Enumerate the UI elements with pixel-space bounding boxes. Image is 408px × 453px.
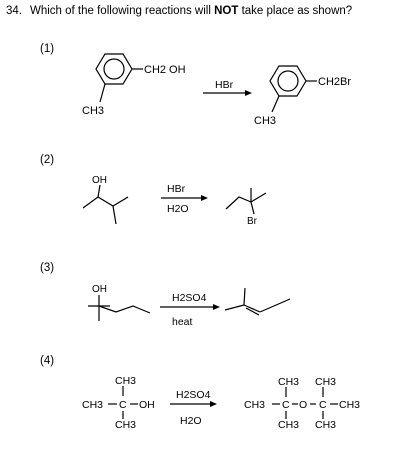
bond-methyl-down-2 xyxy=(112,205,117,225)
arrow-head-3 xyxy=(213,304,220,310)
r3-reagent-top: H2SO4 xyxy=(172,292,207,304)
option-2-label: (2) xyxy=(40,154,55,166)
skeleton-chain-3 xyxy=(98,305,151,314)
r4-product-top-right: CH3 xyxy=(315,376,336,388)
r1-reagent: HBr xyxy=(215,79,234,91)
question-stem: 34. Which of the following reactions will… xyxy=(6,5,352,17)
bond-product-ethyl-3 xyxy=(259,298,291,313)
bond-ring-ch3 xyxy=(99,83,106,103)
bond-c-br-2 xyxy=(250,201,255,215)
r4-product-bottom-right: CH3 xyxy=(315,419,336,431)
r1-product-substituent: CH2Br xyxy=(318,76,351,88)
aromatic-circle-reactant xyxy=(103,58,125,80)
reaction-1 xyxy=(95,53,317,113)
r4-product-top-left: CH3 xyxy=(278,376,299,388)
bond-ring-ch3-product xyxy=(271,95,280,113)
benzene-ring-product xyxy=(269,65,307,97)
r4-reactant-left: CH3 xyxy=(82,399,103,411)
r3-reactant-group: OH xyxy=(92,284,107,295)
option-3-label: (3) xyxy=(40,262,55,274)
r4-reactant-bottom: CH3 xyxy=(115,419,136,431)
r1-reactant-ring-group: CH3 xyxy=(82,105,104,117)
r3-reagent-bottom: heat xyxy=(172,316,193,328)
r1-reactant-substituent: CH2 OH xyxy=(144,64,186,76)
double-bond-main-3 xyxy=(243,304,261,313)
r4-reagent-top: H2SO4 xyxy=(176,389,211,401)
skeleton-reactant-2 xyxy=(82,196,129,209)
r4-reagent-bottom: H2O xyxy=(180,415,202,427)
arrow-head-2 xyxy=(201,195,208,201)
r4-product-c1: C xyxy=(282,399,290,411)
double-bond-second-3 xyxy=(245,307,260,316)
option-1-label: (1) xyxy=(40,43,55,55)
r2-reagent-bottom: H2O xyxy=(167,203,189,215)
r2-reagent-top: HBr xyxy=(167,183,186,195)
skeleton-product-2 xyxy=(225,192,267,210)
question-text-before: Which of the following reactions will xyxy=(30,5,215,17)
reaction-4 xyxy=(108,386,338,419)
r2-reactant-group: OH xyxy=(92,175,107,186)
r2-product-group: Br xyxy=(247,216,258,227)
question-emphasis: NOT xyxy=(214,5,239,17)
bond-product-methyl-up-3 xyxy=(243,287,246,306)
aromatic-circle-product xyxy=(277,70,299,92)
r4-product-o: O xyxy=(299,399,307,411)
r4-reactant-top: CH3 xyxy=(115,375,136,387)
r4-reactant-middle: C xyxy=(119,399,127,411)
question-text-after: take place as shown? xyxy=(238,5,353,17)
r4-product-right: CH3 xyxy=(339,399,360,411)
option-4-label: (4) xyxy=(40,355,55,367)
r4-product-c2: C xyxy=(319,399,327,411)
r1-product-ring-group: CH3 xyxy=(254,115,276,127)
reaction-2 xyxy=(82,184,267,225)
bond-product-methyl-left-3 xyxy=(224,304,245,311)
r4-product-left: CH3 xyxy=(244,399,265,411)
benzene-ring-reactant xyxy=(95,53,133,85)
bond-c-oh-2 xyxy=(97,184,101,198)
arrow-head-1 xyxy=(245,90,252,96)
question-number: 34. xyxy=(6,5,22,17)
reaction-3 xyxy=(88,287,291,321)
r4-product-bottom-left: CH3 xyxy=(278,419,299,431)
r4-reactant-right: OH xyxy=(139,399,155,411)
arrow-head-4 xyxy=(210,401,217,407)
